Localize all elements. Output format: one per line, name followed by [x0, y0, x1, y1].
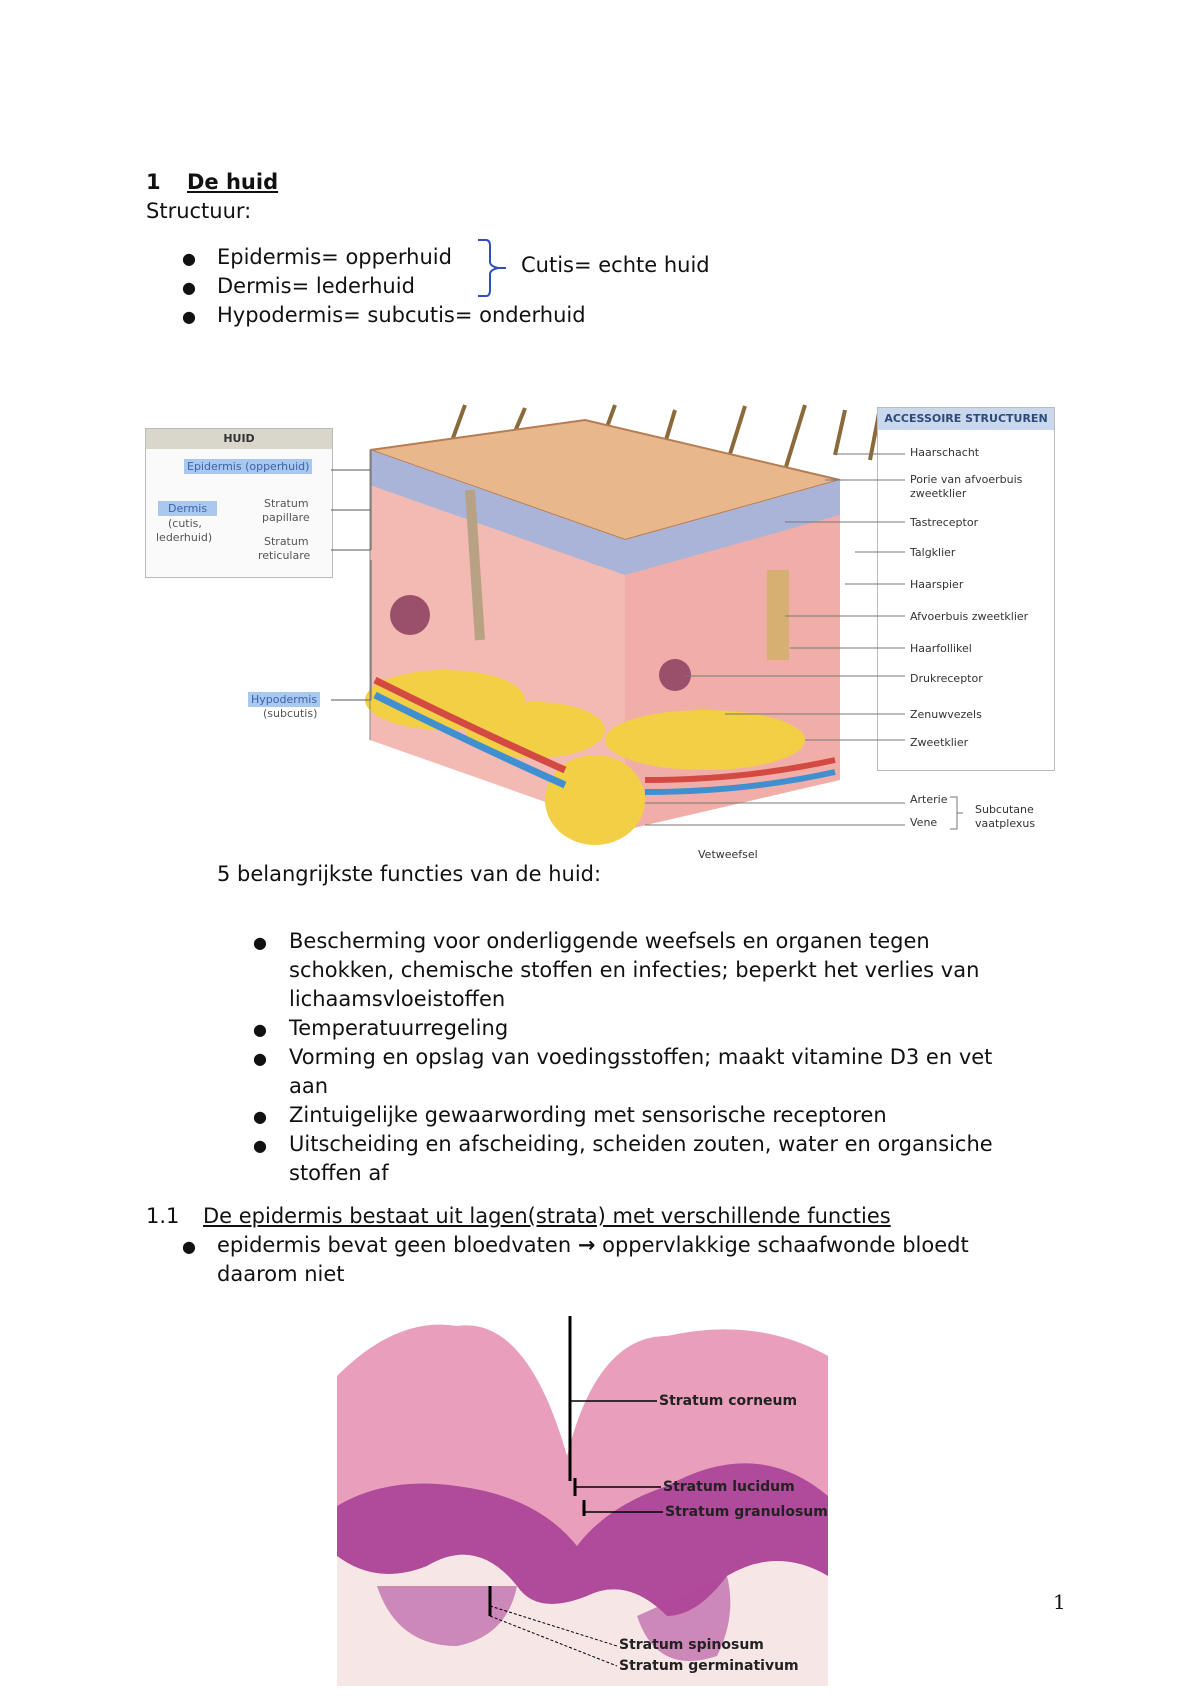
page-number: 1 [1053, 1590, 1066, 1614]
acc-item: Drukreceptor [910, 672, 983, 685]
list-item: Bescherming voor onderliggende weefsels … [289, 929, 980, 1011]
bullet-icon: ● [182, 1237, 196, 1256]
bullet-icon: ● [253, 1020, 267, 1039]
label-granulosum: Stratum granulosum [665, 1504, 828, 1520]
accessoire-connectors [685, 453, 905, 741]
stratum-reticulare-2: reticulare [258, 549, 311, 562]
epidermis-micrograph: Stratum corneum Stratum lucidum Stratum … [337, 1316, 828, 1686]
dermis-sub2: lederhuid) [156, 531, 213, 544]
acc-item: zweetklier [910, 487, 967, 500]
epidermis-label: Epidermis (opperhuid) [184, 459, 313, 474]
acc-item: Afvoerbuis zweetklier [910, 610, 1029, 623]
label-lucidum: Stratum lucidum [663, 1479, 795, 1495]
label-germinativum: Stratum germinativum [619, 1658, 799, 1674]
bullet-icon: ● [182, 307, 196, 326]
huid-title: HUID [146, 429, 332, 449]
accessoire-title: ACCESSOIRE STRUCTUREN [878, 408, 1054, 430]
bullet-icon: ● [253, 933, 267, 952]
stratum-papillare-2: papillare [262, 511, 310, 524]
acc-item: Haarfollikel [910, 642, 972, 655]
list-item: Temperatuurregeling [289, 1016, 509, 1040]
acc-item: Tastreceptor [910, 516, 979, 529]
acc-item: Porie van afvoerbuis [910, 473, 1023, 486]
bullet-icon: ● [253, 1107, 267, 1126]
stratum-reticulare-1: Stratum [264, 535, 309, 548]
dermis-sub1: (cutis, [168, 517, 202, 530]
legend-connectors [331, 450, 372, 701]
vessel-connectors [645, 796, 963, 830]
list-item: Vorming en opslag van voedingsstoffen; m… [289, 1045, 993, 1098]
stratum-papillare-1: Stratum [264, 497, 309, 510]
bullet-icon: ● [182, 249, 196, 268]
vetweefsel-label: Vetweefsel [698, 848, 758, 861]
list-item: Zintuigelijke gewaarwording met sensoris… [289, 1103, 887, 1127]
section-number: 1.1 [146, 1204, 180, 1228]
dermis-label: Dermis [158, 501, 218, 516]
label-corneum: Stratum corneum [659, 1393, 798, 1409]
list-item: Dermis= lederhuid [217, 274, 415, 298]
brace-icon [478, 239, 506, 297]
functions-intro: 5 belangrijkste functies van de huid: [217, 862, 602, 886]
acc-item: Haarschacht [910, 446, 980, 459]
accessoire-legend: ACCESSOIRE STRUCTUREN [877, 407, 1055, 771]
hypodermis-sub: (subcutis) [263, 707, 318, 720]
acc-item: Talgklier [910, 546, 956, 559]
list-item: epidermis bevat geen bloedvaten → opperv… [217, 1233, 969, 1257]
bullet-icon: ● [182, 278, 196, 297]
label-spinosum: Stratum spinosum [619, 1637, 764, 1653]
heading-number: 1 [146, 170, 161, 194]
structure-label: Structuur: [146, 199, 252, 223]
subcutane-label-1: Subcutane [975, 803, 1034, 816]
acc-item: Zenuwvezels [910, 708, 982, 721]
list-item-continuation: daarom niet [217, 1262, 345, 1286]
list-item: Uitscheiding en afscheiding, scheiden zo… [289, 1132, 993, 1185]
huid-legend: HUID Epidermis (opperhuid) Dermis (cutis… [145, 428, 333, 578]
hypodermis-label: Hypodermis [248, 692, 321, 707]
acc-item: Zweetklier [910, 736, 969, 749]
section-title: De epidermis bestaat uit lagen(strata) m… [203, 1204, 891, 1228]
skin-diagram: HUID Epidermis (opperhuid) Dermis (cutis… [145, 400, 1055, 875]
arterie-label: Arterie [910, 793, 948, 806]
bullet-icon: ● [253, 1049, 267, 1068]
vene-label: Vene [910, 816, 938, 829]
list-item: Hypodermis= subcutis= onderhuid [217, 303, 586, 327]
subcutane-label-2: vaatplexus [975, 817, 1036, 830]
heading-title: De huid [187, 170, 279, 194]
acc-item: Haarspier [910, 578, 964, 591]
cutis-note: Cutis= echte huid [521, 253, 710, 277]
list-item: Epidermis= opperhuid [217, 245, 452, 269]
arrow-icon: → [577, 1233, 596, 1257]
bullet-icon: ● [253, 1136, 267, 1155]
